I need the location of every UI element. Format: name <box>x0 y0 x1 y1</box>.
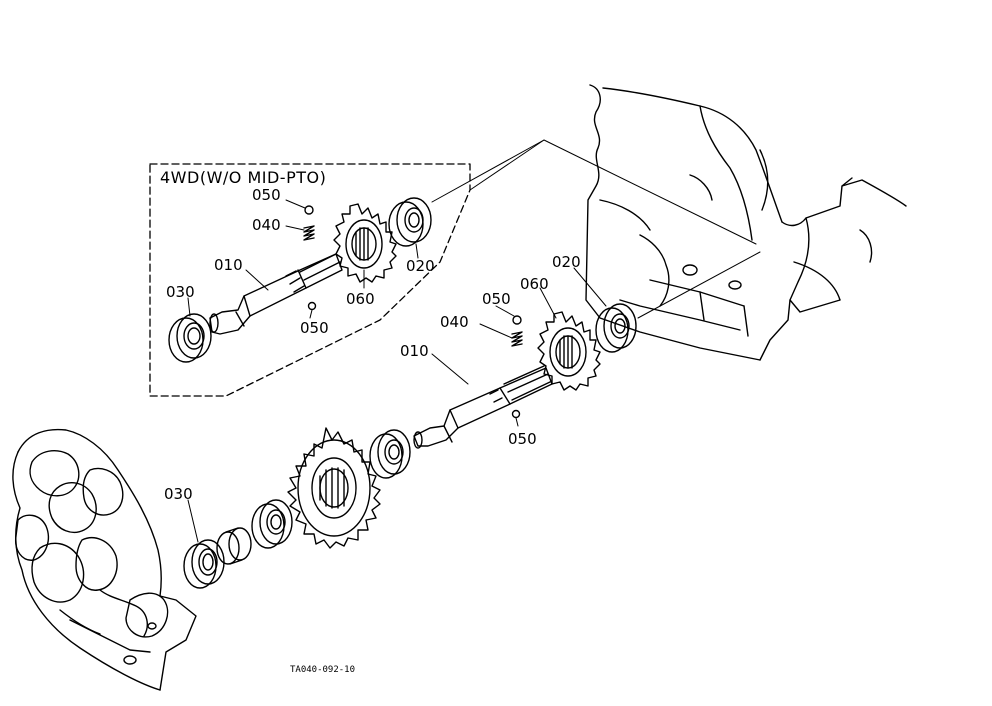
inset-ball-050-bottom <box>307 301 317 311</box>
main-spring-040 <box>511 331 523 347</box>
label-main-060: 060 <box>520 275 549 293</box>
label-leaders <box>187 199 607 543</box>
figure-code: TA040-092-10 <box>290 665 355 675</box>
label-inset-010: 010 <box>214 256 243 274</box>
main-bearing-020 <box>595 303 637 353</box>
label-inset-040: 040 <box>252 216 281 234</box>
inset-shaft-010 <box>209 253 343 335</box>
inset-title: 4WD(W/O MID-PTO) <box>160 168 326 187</box>
main-bearing-030 <box>183 539 225 589</box>
label-main-050-top: 050 <box>482 290 511 308</box>
label-main-040: 040 <box>440 313 469 331</box>
main-collar <box>216 527 252 565</box>
label-inset-050-top: 050 <box>252 186 281 204</box>
transmission-case-right <box>585 84 907 361</box>
label-inset-060: 060 <box>346 290 375 308</box>
main-bearing-mid2 <box>369 429 411 479</box>
inset-bearing-030 <box>168 313 212 363</box>
inset-gear-060 <box>333 203 397 283</box>
main-gear-060 <box>537 311 601 391</box>
main-bearing-mid <box>251 499 293 549</box>
label-main-050-bottom: 050 <box>508 430 537 448</box>
front-case-left <box>12 428 197 691</box>
inset-frame <box>149 163 471 397</box>
main-ball-050-bottom <box>511 409 521 419</box>
label-inset-050-bottom: 050 <box>300 319 329 337</box>
main-large-gear <box>287 427 381 549</box>
label-main-010: 010 <box>400 342 429 360</box>
inset-ball-050-top <box>304 205 314 215</box>
label-main-030: 030 <box>164 485 193 503</box>
label-inset-030: 030 <box>166 283 195 301</box>
label-inset-020: 020 <box>406 257 435 275</box>
inset-spring-040 <box>303 225 315 241</box>
inset-bearing-020 <box>388 197 432 247</box>
main-ball-050-top <box>512 315 522 325</box>
lead-lines <box>431 139 761 319</box>
label-main-020: 020 <box>552 253 581 271</box>
